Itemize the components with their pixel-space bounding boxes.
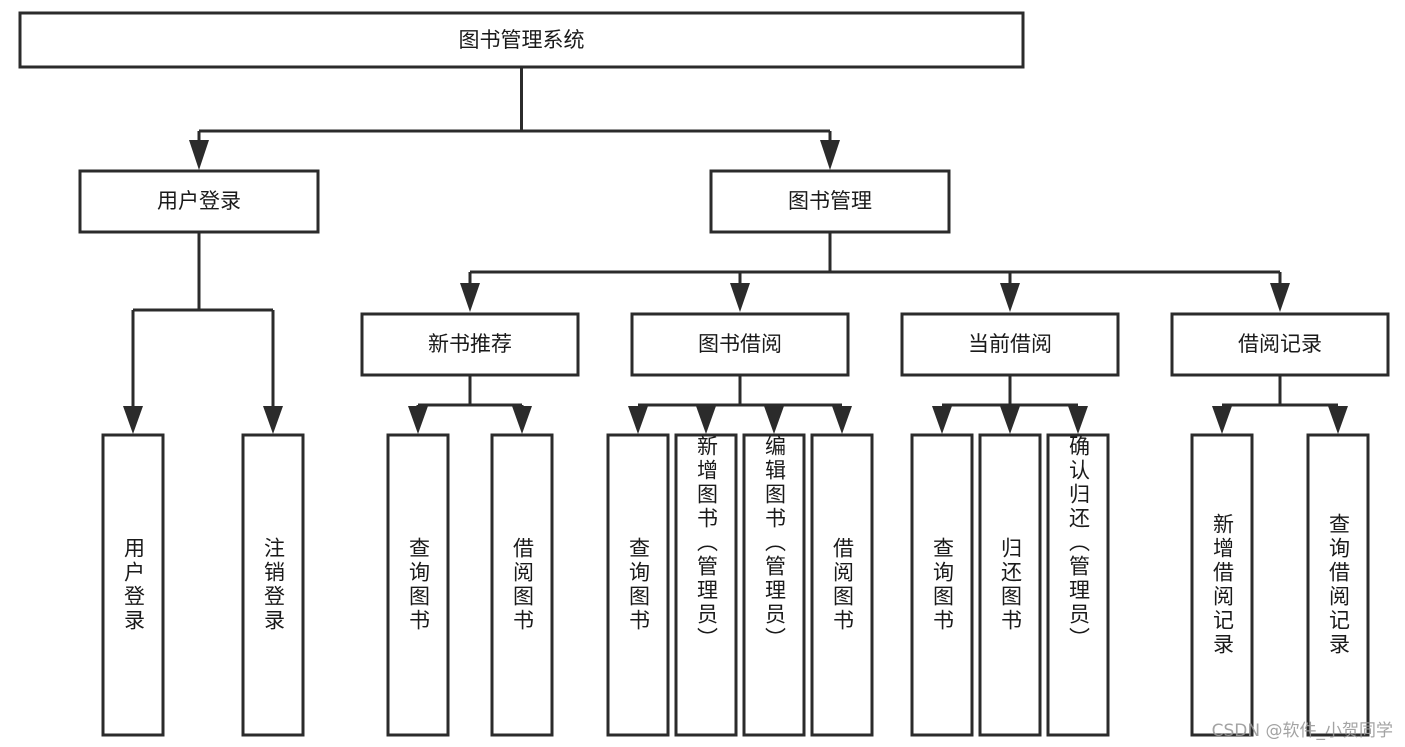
node-leaf-user-login[interactable] (101, 433, 165, 737)
csdn-watermark: CSDN @软件_小贺同学 (1211, 721, 1393, 741)
node-book-borrow[interactable] (630, 312, 850, 377)
node-leaf-add-record[interactable] (1190, 433, 1254, 737)
arrow-head-leaf-query-record (1328, 406, 1348, 434)
node-leaf-query-book-3[interactable] (910, 433, 974, 737)
node-new-book-recommend[interactable] (360, 312, 580, 377)
node-current-borrow-label: 当前借阅 (968, 332, 1052, 356)
node-leaf-query-book-1[interactable] (386, 433, 450, 737)
arrow-head-leaf-user-logout (263, 406, 283, 434)
node-layer: 图书管理系统 用户登录 图书管理 新书推荐 图书借阅 当前借阅 借阅记录 (18, 11, 1390, 737)
node-leaf-query-book-2[interactable] (606, 433, 670, 737)
node-book-management[interactable] (709, 169, 951, 234)
node-leaf-borrow-book-1[interactable] (490, 433, 554, 737)
node-borrow-record-label: 借阅记录 (1238, 332, 1322, 356)
arrow-head-leaf-query-book-3 (932, 406, 952, 434)
arrow-head-current-borrow (1000, 283, 1020, 312)
arrow-head-new-book (460, 283, 480, 312)
arrow-head-book-management (820, 140, 840, 170)
arrow-head-leaf-add-record (1212, 406, 1232, 434)
node-root[interactable] (18, 11, 1025, 69)
node-leaf-add-book[interactable] (674, 433, 738, 737)
node-leaf-confirm-return[interactable] (1046, 433, 1110, 737)
arrow-head-leaf-return-book (1000, 406, 1020, 434)
arrow-head-leaf-borrow-book-2 (832, 406, 852, 434)
node-leaf-borrow-book-2[interactable] (810, 433, 874, 737)
node-borrow-record[interactable] (1170, 312, 1390, 377)
arrow-head-book-borrow (730, 283, 750, 312)
node-user-login-label: 用户登录 (157, 189, 241, 213)
connector-layer (123, 67, 1348, 434)
node-leaf-edit-book[interactable] (742, 433, 806, 737)
arrow-head-leaf-add-book (696, 406, 716, 434)
node-leaf-return-book[interactable] (978, 433, 1042, 737)
node-current-borrow[interactable] (900, 312, 1120, 377)
arrow-head-leaf-borrow-book-1 (512, 406, 532, 434)
arrow-head-leaf-query-book-2 (628, 406, 648, 434)
node-root-label: 图书管理系统 (459, 28, 585, 52)
node-leaf-user-logout[interactable] (241, 433, 305, 737)
arrow-head-user-login (189, 140, 209, 170)
node-book-management-label: 图书管理 (788, 189, 872, 213)
node-new-book-recommend-label: 新书推荐 (428, 332, 512, 356)
arrow-head-leaf-confirm-return (1068, 406, 1088, 434)
node-book-borrow-label: 图书借阅 (698, 332, 782, 356)
node-leaf-query-record[interactable] (1306, 433, 1370, 737)
arrow-head-leaf-user-login (123, 406, 143, 434)
arrow-head-borrow-record (1270, 283, 1290, 312)
arrow-head-leaf-edit-book (764, 406, 784, 434)
node-user-login[interactable] (78, 169, 320, 234)
arrow-head-leaf-query-book-1 (408, 406, 428, 434)
